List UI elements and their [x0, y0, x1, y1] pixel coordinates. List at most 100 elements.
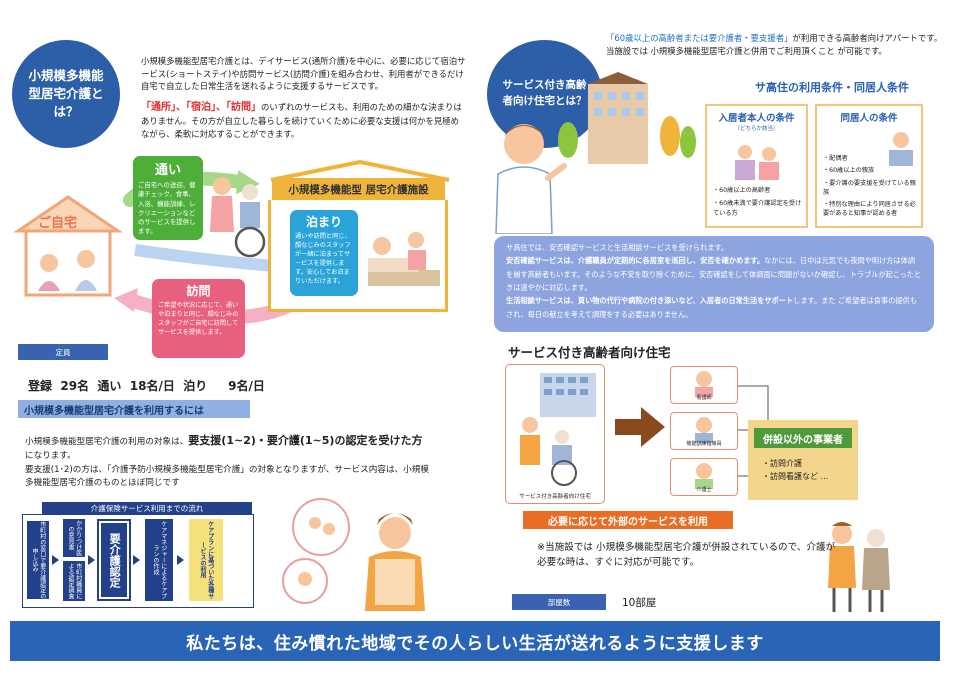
- trainer-icon: [695, 417, 713, 443]
- resident-condition-2: ・60歳未満で要介護認定を受けている方: [713, 200, 802, 217]
- other-provider-2: ・訪問看護など ...: [762, 471, 829, 481]
- svc-person-caregiver: 介護士: [670, 458, 738, 496]
- other-providers-head: 併設以外の事業者: [754, 428, 852, 448]
- svc-picture: [505, 364, 605, 504]
- use-text-bold: 要支援(1~2)・要介護(1~5)の認定を受けた方: [188, 434, 423, 447]
- flow-step-3: 市町村職員による認定調査: [63, 561, 85, 601]
- facility-roof: [270, 160, 450, 182]
- cohabitant-condition-2: ・60歳以上の親族: [823, 167, 875, 175]
- flow-step-6: ケアプランに基づいた各種サービスの利用: [189, 519, 223, 601]
- flow-step-2: かかりつけ医の意見書: [63, 519, 85, 557]
- room-count-value: 10部屋: [622, 597, 657, 609]
- tsuui-title: 通い: [154, 163, 181, 178]
- svc-arrow-icon: [615, 407, 665, 447]
- anpi-rest: なかには、日中は元気でも夜間や明け方は体調を崩す高齢者もいます。そのような不安を…: [506, 256, 922, 292]
- other-providers-box: 併設以外の事業者 ・訪問介護 ・訪問看護など ...: [748, 420, 858, 500]
- intro-paragraph-2: 「通所」、「宿泊」、「訪問」のいずれのサービスも、利用のための細かな決まりはあり…: [141, 100, 466, 140]
- flow-step-5: ケアマネジャーによるケアプランの作成: [145, 519, 173, 601]
- flow-arrow-1: [52, 555, 59, 565]
- resident-conditions: 入居者本人の条件 （どちらか該当） ・60歳以上の高齢者 ・60歳未満で要介護認…: [705, 104, 808, 228]
- right-circle-title: サービス付き高齢者向け住宅とは？: [487, 40, 602, 148]
- cohabitant-conditions-head: 同居人の条件: [840, 113, 898, 124]
- bed-illustration: [368, 232, 440, 286]
- use-section-header: 小規模多機能型居宅介護を利用するには: [18, 400, 250, 418]
- flow-arrow-2: [88, 555, 95, 565]
- seikatsu-rest: します。また ご希望者は食事の提供もされ、毎日の献立を考えて調理をする必要はあり…: [506, 296, 917, 319]
- facility-title: 小規模多機能型 居宅介護施設: [272, 178, 445, 200]
- svc-picture-label: サービス付き高齢者向け住宅: [519, 494, 591, 500]
- cohabitant-illustration: [889, 132, 913, 166]
- svc-person-nurse: 看護師: [670, 366, 738, 404]
- cohabitant-conditions: 同居人の条件 ・配偶者 ・60歳以上の親族 ・要介護の要支援を受けている親族 ・…: [815, 104, 923, 228]
- intro-paragraph: 小規模多機能型居宅介護とは、デイサービス(通所介護)を中心に、必要に応じて宿泊サ…: [141, 56, 466, 92]
- footer-banner: 私たちは、住み慣れた地域でその人らしい生活が送れるように支援します: [10, 621, 940, 661]
- flow-arrow-4: [177, 555, 184, 565]
- capacity-tag: 定員: [18, 344, 108, 360]
- apartment-illustration: [558, 72, 696, 164]
- svc-person-nurse-label: 看護師: [696, 395, 712, 401]
- flow-arrow-3: [133, 555, 140, 565]
- resident-illustration: [735, 145, 779, 180]
- right-title-text: サービス付き高齢者向け住宅とは？: [502, 79, 587, 107]
- home-illustration: [14, 195, 122, 297]
- highlight-services: 「通所」、「宿泊」、「訪問」: [141, 102, 261, 113]
- use-text-3: 要支援(1･2)の方は、「介護予防小規模多機能型居宅介護」の対象となりますが、サ…: [25, 464, 429, 489]
- cohabitant-condition-3: ・要介護の要支援を受けている親族: [823, 179, 916, 196]
- top-right-rest: が利用できる高齢者向けアパートです。当施設では 小規模多機能型居宅介護と併用でご…: [606, 33, 943, 57]
- anpi-bold: は、介護職員が定期的に各居室を巡回し、安否を確かめます。: [563, 256, 765, 266]
- doctor-illustration: [495, 124, 567, 234]
- cohabitant-conditions-list: ・配偶者 ・60歳以上の親族 ・要介護の要支援を受けている親族 ・特別な理由によ…: [823, 154, 921, 219]
- top-right-blue: 「60歳以上の高齢者または要介護者・要支援者」: [606, 33, 793, 43]
- tomari-body: 通いや訪問と同じ、顔なじみのスタッフが一緒に泊まってサービスを提供します。安心し…: [295, 233, 351, 285]
- other-provider-1: ・訪問介護: [762, 459, 802, 468]
- houmon-title: 訪問: [186, 284, 211, 298]
- seikatsu-label: 生活相談サービス: [506, 296, 564, 306]
- svc-person-trainer-label: 機能訓練指導員: [686, 441, 722, 447]
- capacity-line: 登録 29名 通い 18名/日 泊り 9名/日: [28, 379, 265, 393]
- external-services-bar: 必要に応じて外部のサービスを利用: [523, 511, 733, 529]
- cohabitant-condition-4: ・特別な理由により同居させる必要があると知事が認める者: [823, 201, 916, 218]
- use-text-2: になります。: [25, 450, 76, 461]
- staff-illustration: [282, 498, 425, 611]
- tomari-title: 泊まり: [305, 215, 342, 229]
- home-label: ご自宅: [38, 216, 78, 231]
- couple-illustration: [828, 522, 890, 612]
- services-seikatsu: 生活相談サービスは、買い物の代行や病院の付き添いなど、入居者の日常生活をサポート…: [506, 294, 922, 321]
- use-text: 小規模多機能型居宅介護の利用の対象は、要支援(1~2)・要介護(1~5)の認定を…: [25, 432, 430, 491]
- left-circle-title: 小規模多機能型居宅介護とは？: [12, 40, 120, 148]
- facility-note: ※当施設では 小規模多機能型居宅介護が併設されているので、介護が必要な時は、すぐ…: [537, 542, 836, 568]
- use-text-1: 小規模多機能型居宅介護の利用の対象は、: [25, 437, 189, 447]
- room-count-tag: 部屋数: [512, 594, 606, 610]
- flow-frame: 市町村の窓口で要介護認定の申し込み かかりつけ医の意見書 市町村職員による認定調…: [22, 514, 254, 608]
- other-providers-list: ・訪問介護 ・訪問看護など ...: [762, 458, 828, 484]
- tsuui-card: 通い ご自宅への送迎、健康チェック、食事、入浴、機能訓練、レクリエーションなどの…: [133, 156, 203, 240]
- wheelchair-illustration: [210, 177, 266, 258]
- services-line-1: サ高住では、安否確認サービスと生活相談サービスを受けられます。: [506, 243, 729, 252]
- flow-step-1: 市町村の窓口で要介護認定の申し込み: [27, 521, 49, 599]
- seikatsu-bold: は、買い物の代行や病院の付き添いなど、入居者の日常生活をサポート: [563, 296, 794, 306]
- conditions-title: サ高住の利用条件・同居人条件: [755, 81, 909, 94]
- resident-conditions-sub: （どちらか該当）: [734, 126, 779, 132]
- resident-conditions-head: 入居者本人の条件: [718, 113, 795, 124]
- left-title-text: 小規模多機能型居宅介護とは？: [28, 67, 104, 120]
- nurse-icon: [695, 371, 713, 397]
- caregiver-icon: [695, 463, 713, 489]
- intro2-text: のいずれのサービスも、利用のための細かな決まりはありません。その方が自立した暮ら…: [141, 102, 462, 139]
- svc-title: サービス付き高齢者向け住宅: [508, 345, 671, 360]
- houmon-body: ご希望や状況に応じて、通いや泊まりと同じ、顔なじみのスタッフがご自宅に訪問してサ…: [158, 302, 239, 336]
- anpi-label: 安否確認サービス: [506, 256, 564, 266]
- flow-step-4: 要介護認定: [97, 519, 131, 601]
- services-anpi: 安否確認サービスは、介護職員が定期的に各居室を巡回し、安否を確かめます。なかには…: [506, 254, 922, 294]
- services-box: サ高住では、安否確認サービスと生活相談サービスを受けられます。 安否確認サービス…: [494, 236, 934, 332]
- cohabitant-condition-1: ・配偶者: [823, 155, 848, 162]
- tomari-card: 泊まり 通いや訪問と同じ、顔なじみのスタッフが一緒に泊まってサービスを提供します…: [290, 210, 358, 296]
- svc-building-illustration: [520, 373, 596, 486]
- svc-person-caregiver-label: 介護士: [696, 487, 712, 493]
- flow-title: 介護保険サービス利用までの流れ: [42, 502, 252, 514]
- top-right-text: 「60歳以上の高齢者または要介護者・要支援者」が利用できる高齢者向けアパートです…: [606, 32, 946, 58]
- svc-person-trainer: 機能訓練指導員: [670, 412, 738, 450]
- houmon-card: 訪問 ご希望や状況に応じて、通いや泊まりと同じ、顔なじみのスタッフがご自宅に訪問…: [152, 279, 245, 358]
- resident-conditions-list: ・60歳以上の高齢者 ・60歳未満で要介護認定を受けている方: [713, 186, 805, 218]
- resident-condition-1: ・60歳以上の高齢者: [713, 187, 771, 194]
- tsuui-body: ご自宅への送迎、健康チェック、食事、入浴、機能訓練、レクリエーションなどのサービ…: [138, 181, 196, 236]
